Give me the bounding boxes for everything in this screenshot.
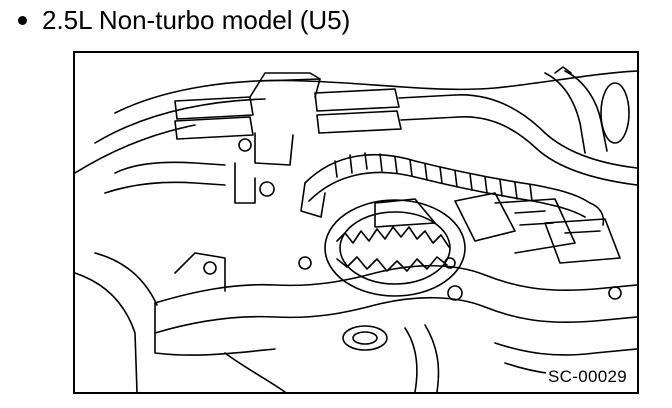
- engine-illustration: [75, 66, 637, 392]
- heading-text: 2.5L Non-turbo model (U5): [42, 4, 351, 35]
- figure-code: SC-00029: [546, 367, 629, 387]
- bullet-icon: [18, 15, 27, 25]
- engine-illustration-frame: SC-00029: [73, 51, 639, 394]
- section-heading: 2.5L Non-turbo model (U5): [18, 3, 350, 37]
